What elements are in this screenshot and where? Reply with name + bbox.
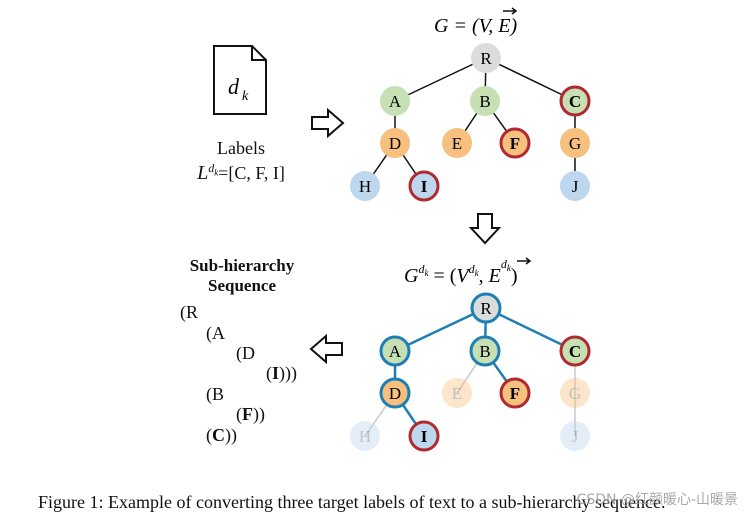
svg-text:A: A (389, 342, 402, 361)
svg-text:R: R (480, 299, 492, 318)
svg-text:F: F (510, 384, 520, 403)
sub-node-J-faded: J (560, 421, 590, 451)
svg-text:B: B (479, 342, 490, 361)
labels-sup-sub: k (214, 167, 219, 178)
svg-text:J: J (572, 177, 579, 196)
svg-text:H: H (359, 177, 371, 196)
svg-text:A: A (389, 92, 402, 111)
sub-hierarchy-title-line1: Sub-hierarchy (189, 256, 295, 275)
sub-node-D: D (379, 377, 411, 409)
svg-text:E: E (452, 384, 462, 403)
svg-text:G: G (569, 384, 581, 403)
seq-line-4: (I))) (266, 363, 297, 383)
svg-text:Gdk = (Vdk, Edk): Gdk = (Vdk, Edk) (404, 257, 518, 287)
node-F: F (499, 127, 531, 159)
labels-value-line: Ldk=[C, F, I] (180, 161, 302, 185)
down-arrow-icon (468, 213, 502, 245)
seq-line-2: (A (206, 323, 225, 343)
node-R: R (471, 43, 501, 73)
bottom-graph: Gdk = (Vdk, Edk) R A B C D E F G H I J (350, 257, 591, 452)
svg-text:C: C (569, 92, 581, 111)
labels-value: =[C, F, I] (218, 163, 285, 183)
svg-text:J: J (572, 427, 579, 446)
node-I: I (408, 170, 440, 202)
seq-line-3: (D (236, 343, 255, 363)
svg-text:F: F (510, 134, 520, 153)
sub-hierarchy-title-line2: Sequence (208, 276, 276, 295)
sub-node-G-faded: G (560, 378, 590, 408)
top-graph-title-vector-arrow (503, 7, 518, 15)
svg-text:I: I (421, 427, 428, 446)
node-C: C (559, 85, 591, 117)
labels-heading: Labels (217, 138, 265, 158)
sub-node-B: B (469, 335, 501, 367)
sub-node-F: F (499, 377, 531, 409)
left-arrow-icon (309, 334, 343, 364)
document-icon: d k (213, 45, 267, 115)
seq-line-7: (C)) (206, 425, 237, 445)
svg-text:D: D (389, 384, 401, 403)
sub-node-H-faded: H (350, 421, 380, 451)
seq-line-5: (B (206, 384, 224, 404)
node-E: E (442, 128, 472, 158)
sub-node-E-faded: E (442, 378, 472, 408)
document-label-sub: k (242, 89, 249, 104)
node-B: B (470, 86, 500, 116)
node-J: J (560, 171, 590, 201)
labels-sup: d (208, 161, 215, 175)
sub-node-R: R (470, 292, 502, 324)
svg-text:C: C (569, 342, 581, 361)
node-H: H (350, 171, 380, 201)
svg-text:G: G (569, 134, 581, 153)
node-A: A (380, 86, 410, 116)
node-G: G (560, 128, 590, 158)
watermark: CSDN @红颜暖心-山暖景 (576, 492, 738, 508)
sub-node-C: C (559, 335, 591, 367)
bottom-graph-title: Gdk = (Vdk, Edk) (404, 257, 532, 287)
seq-line-1: (R (180, 302, 198, 322)
svg-text:H: H (359, 427, 371, 446)
right-arrow-icon (311, 108, 345, 138)
sub-node-I: I (408, 420, 440, 452)
sub-node-A: A (379, 335, 411, 367)
node-D: D (380, 128, 410, 158)
svg-text:E: E (452, 134, 462, 153)
document-label: d (228, 74, 240, 99)
top-graph-title: G = (V, E) (434, 15, 517, 37)
labels-block: Labels Ldk=[C, F, I] (180, 138, 302, 185)
figure-caption: Figure 1: Example of converting three ta… (38, 492, 666, 512)
svg-text:B: B (479, 92, 490, 111)
sub-hierarchy-title: Sub-hierarchy Sequence (176, 256, 308, 296)
svg-text:I: I (421, 177, 428, 196)
seq-line-6: (F)) (236, 404, 265, 424)
svg-text:R: R (480, 49, 492, 68)
labels-symbol: L (197, 162, 209, 184)
top-graph: G = (V, E) R A B C D E F G H I J (350, 7, 591, 202)
svg-text:D: D (389, 134, 401, 153)
